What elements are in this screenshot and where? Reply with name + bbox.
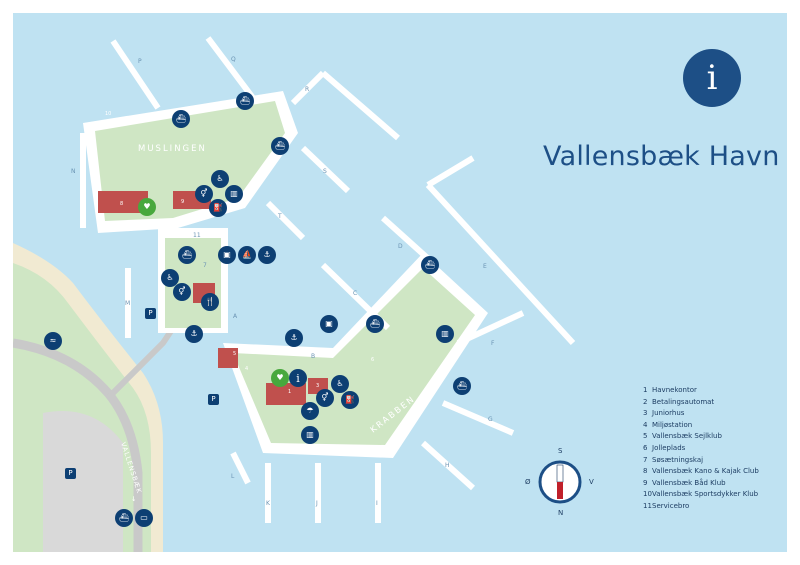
toilets-icon: ⚥ bbox=[173, 283, 191, 301]
building-number-4: 4 bbox=[245, 366, 248, 372]
pier-label-h: H bbox=[445, 462, 450, 469]
pier-label-b: B bbox=[311, 353, 315, 360]
muslingen-label: MUSLINGEN bbox=[138, 144, 207, 154]
building-number-1: 1 bbox=[288, 389, 291, 395]
building-1 bbox=[266, 383, 306, 405]
map-title: Vallensbæk Havn bbox=[543, 141, 780, 172]
pier-label-l: L bbox=[231, 473, 235, 480]
info-icon: i bbox=[683, 49, 741, 107]
defibrillator-icon: ♥ bbox=[138, 198, 156, 216]
swimmer-icon: ≈ bbox=[44, 332, 62, 350]
accessibility-icon: ♿ bbox=[331, 375, 349, 393]
road-arrow: ↓ bbox=[131, 495, 137, 503]
toilets-icon: ⚥ bbox=[316, 389, 334, 407]
building-number-6: 6 bbox=[371, 357, 374, 363]
road-vallensbaek bbox=[13, 338, 143, 552]
building-number-7: 7 bbox=[203, 262, 207, 269]
dining-icon: 🍴 bbox=[201, 293, 219, 311]
pier-label-a: A bbox=[233, 313, 238, 320]
pier-label-i: I bbox=[376, 500, 378, 507]
boat-ramp-icon: ▣ bbox=[218, 246, 236, 264]
ship-icon: ⛴ bbox=[115, 509, 133, 527]
ship-icon: ⛴ bbox=[236, 92, 254, 110]
ship-icon: ⛴ bbox=[421, 256, 439, 274]
pier-label-g: G bbox=[488, 416, 493, 423]
building-number-5: 5 bbox=[233, 351, 236, 357]
building-number-9: 9 bbox=[181, 199, 184, 205]
compass bbox=[538, 460, 582, 504]
building-5 bbox=[218, 348, 238, 368]
ferry-icon: ⛴ bbox=[366, 315, 384, 333]
pier-label-d: D bbox=[398, 243, 403, 250]
ship-icon: ⛴ bbox=[453, 377, 471, 395]
compass-north: S bbox=[558, 447, 563, 455]
pier-label-m: M bbox=[125, 300, 130, 307]
fuel-icon: ⛽ bbox=[209, 199, 227, 217]
boat-lift-icon: ⚓ bbox=[285, 329, 303, 347]
laundry-icon: ▥ bbox=[436, 325, 454, 343]
pier-label-c: C bbox=[353, 290, 357, 297]
compass-south: N bbox=[558, 509, 564, 517]
building-number-8: 8 bbox=[120, 201, 123, 207]
building-8 bbox=[98, 191, 148, 213]
parking-lot bbox=[43, 411, 123, 552]
pier-label-k: K bbox=[266, 500, 271, 507]
building-number-10: 10 bbox=[105, 111, 111, 117]
pier-label-n: N bbox=[71, 168, 76, 175]
building-number-3: 3 bbox=[316, 383, 319, 389]
compass-west: Ø bbox=[525, 478, 531, 486]
accessibility-icon: ♿ bbox=[161, 269, 179, 287]
defibrillator-icon: ♥ bbox=[271, 369, 289, 387]
ferry-icon: ⛴ bbox=[178, 246, 196, 264]
mast-crane-icon: ⚓ bbox=[185, 325, 203, 343]
pier-label-p: P bbox=[138, 58, 142, 65]
map-frame: VALLENSBÆK ↓ MUSLINGEN KRABBEN bbox=[13, 13, 787, 552]
pier-label-r: R bbox=[305, 86, 309, 93]
pier-label-s: S bbox=[323, 168, 327, 175]
accessibility-icon: ♿ bbox=[211, 170, 229, 188]
pier-label-q: Q bbox=[231, 56, 236, 63]
shower-icon: ☂ bbox=[301, 402, 319, 420]
parking-icon: P bbox=[65, 468, 76, 479]
building-number-11: 11 bbox=[193, 232, 201, 239]
boat-lift-icon: ⚓ bbox=[258, 246, 276, 264]
boat-ramp-icon: ▣ bbox=[320, 315, 338, 333]
fuel-icon: ⛽ bbox=[341, 391, 359, 409]
bus-icon: ▭ bbox=[135, 509, 153, 527]
pier-label-j: J bbox=[315, 500, 318, 507]
pier-label-e: E bbox=[483, 263, 487, 270]
kayak-icon: ⛵ bbox=[238, 246, 256, 264]
pier-label-t: T bbox=[277, 213, 282, 220]
compass-east: V bbox=[589, 478, 594, 486]
toilets-icon: ⚥ bbox=[195, 185, 213, 203]
pier-label-f: F bbox=[491, 340, 495, 347]
laundry-icon: ▥ bbox=[301, 426, 319, 444]
info-icon: i bbox=[289, 369, 307, 387]
parking-icon: P bbox=[208, 394, 219, 405]
parking-icon: P bbox=[145, 308, 156, 319]
ship-icon: ⛴ bbox=[271, 137, 289, 155]
ship-icon: ⛴ bbox=[172, 110, 190, 128]
laundry-icon: ▥ bbox=[225, 185, 243, 203]
